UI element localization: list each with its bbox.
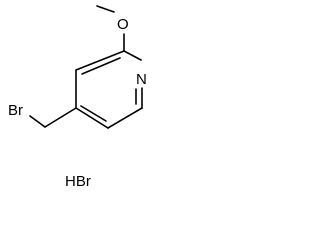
salt-label: HBr (65, 173, 91, 190)
bond-c5-c4 (75, 107, 109, 129)
bond-methyl-oxygen (96, 5, 115, 13)
chemical-structure-diagram: O N Br HBr (8, 5, 147, 190)
nitrogen-atom-label: N (136, 71, 147, 88)
oxygen-atom-label: O (117, 16, 129, 33)
bond-c3-c2 (75, 50, 125, 71)
bond-c6-c5 (107, 107, 143, 129)
bond-c2-n1 (123, 50, 142, 61)
bond-ch2-br (29, 115, 46, 128)
bromine-atom-label: Br (8, 102, 23, 119)
bond-c4-ch2 (44, 107, 77, 128)
bond-c5-c4-inner (80, 105, 107, 122)
bond-c3-c2-inner (81, 57, 121, 75)
